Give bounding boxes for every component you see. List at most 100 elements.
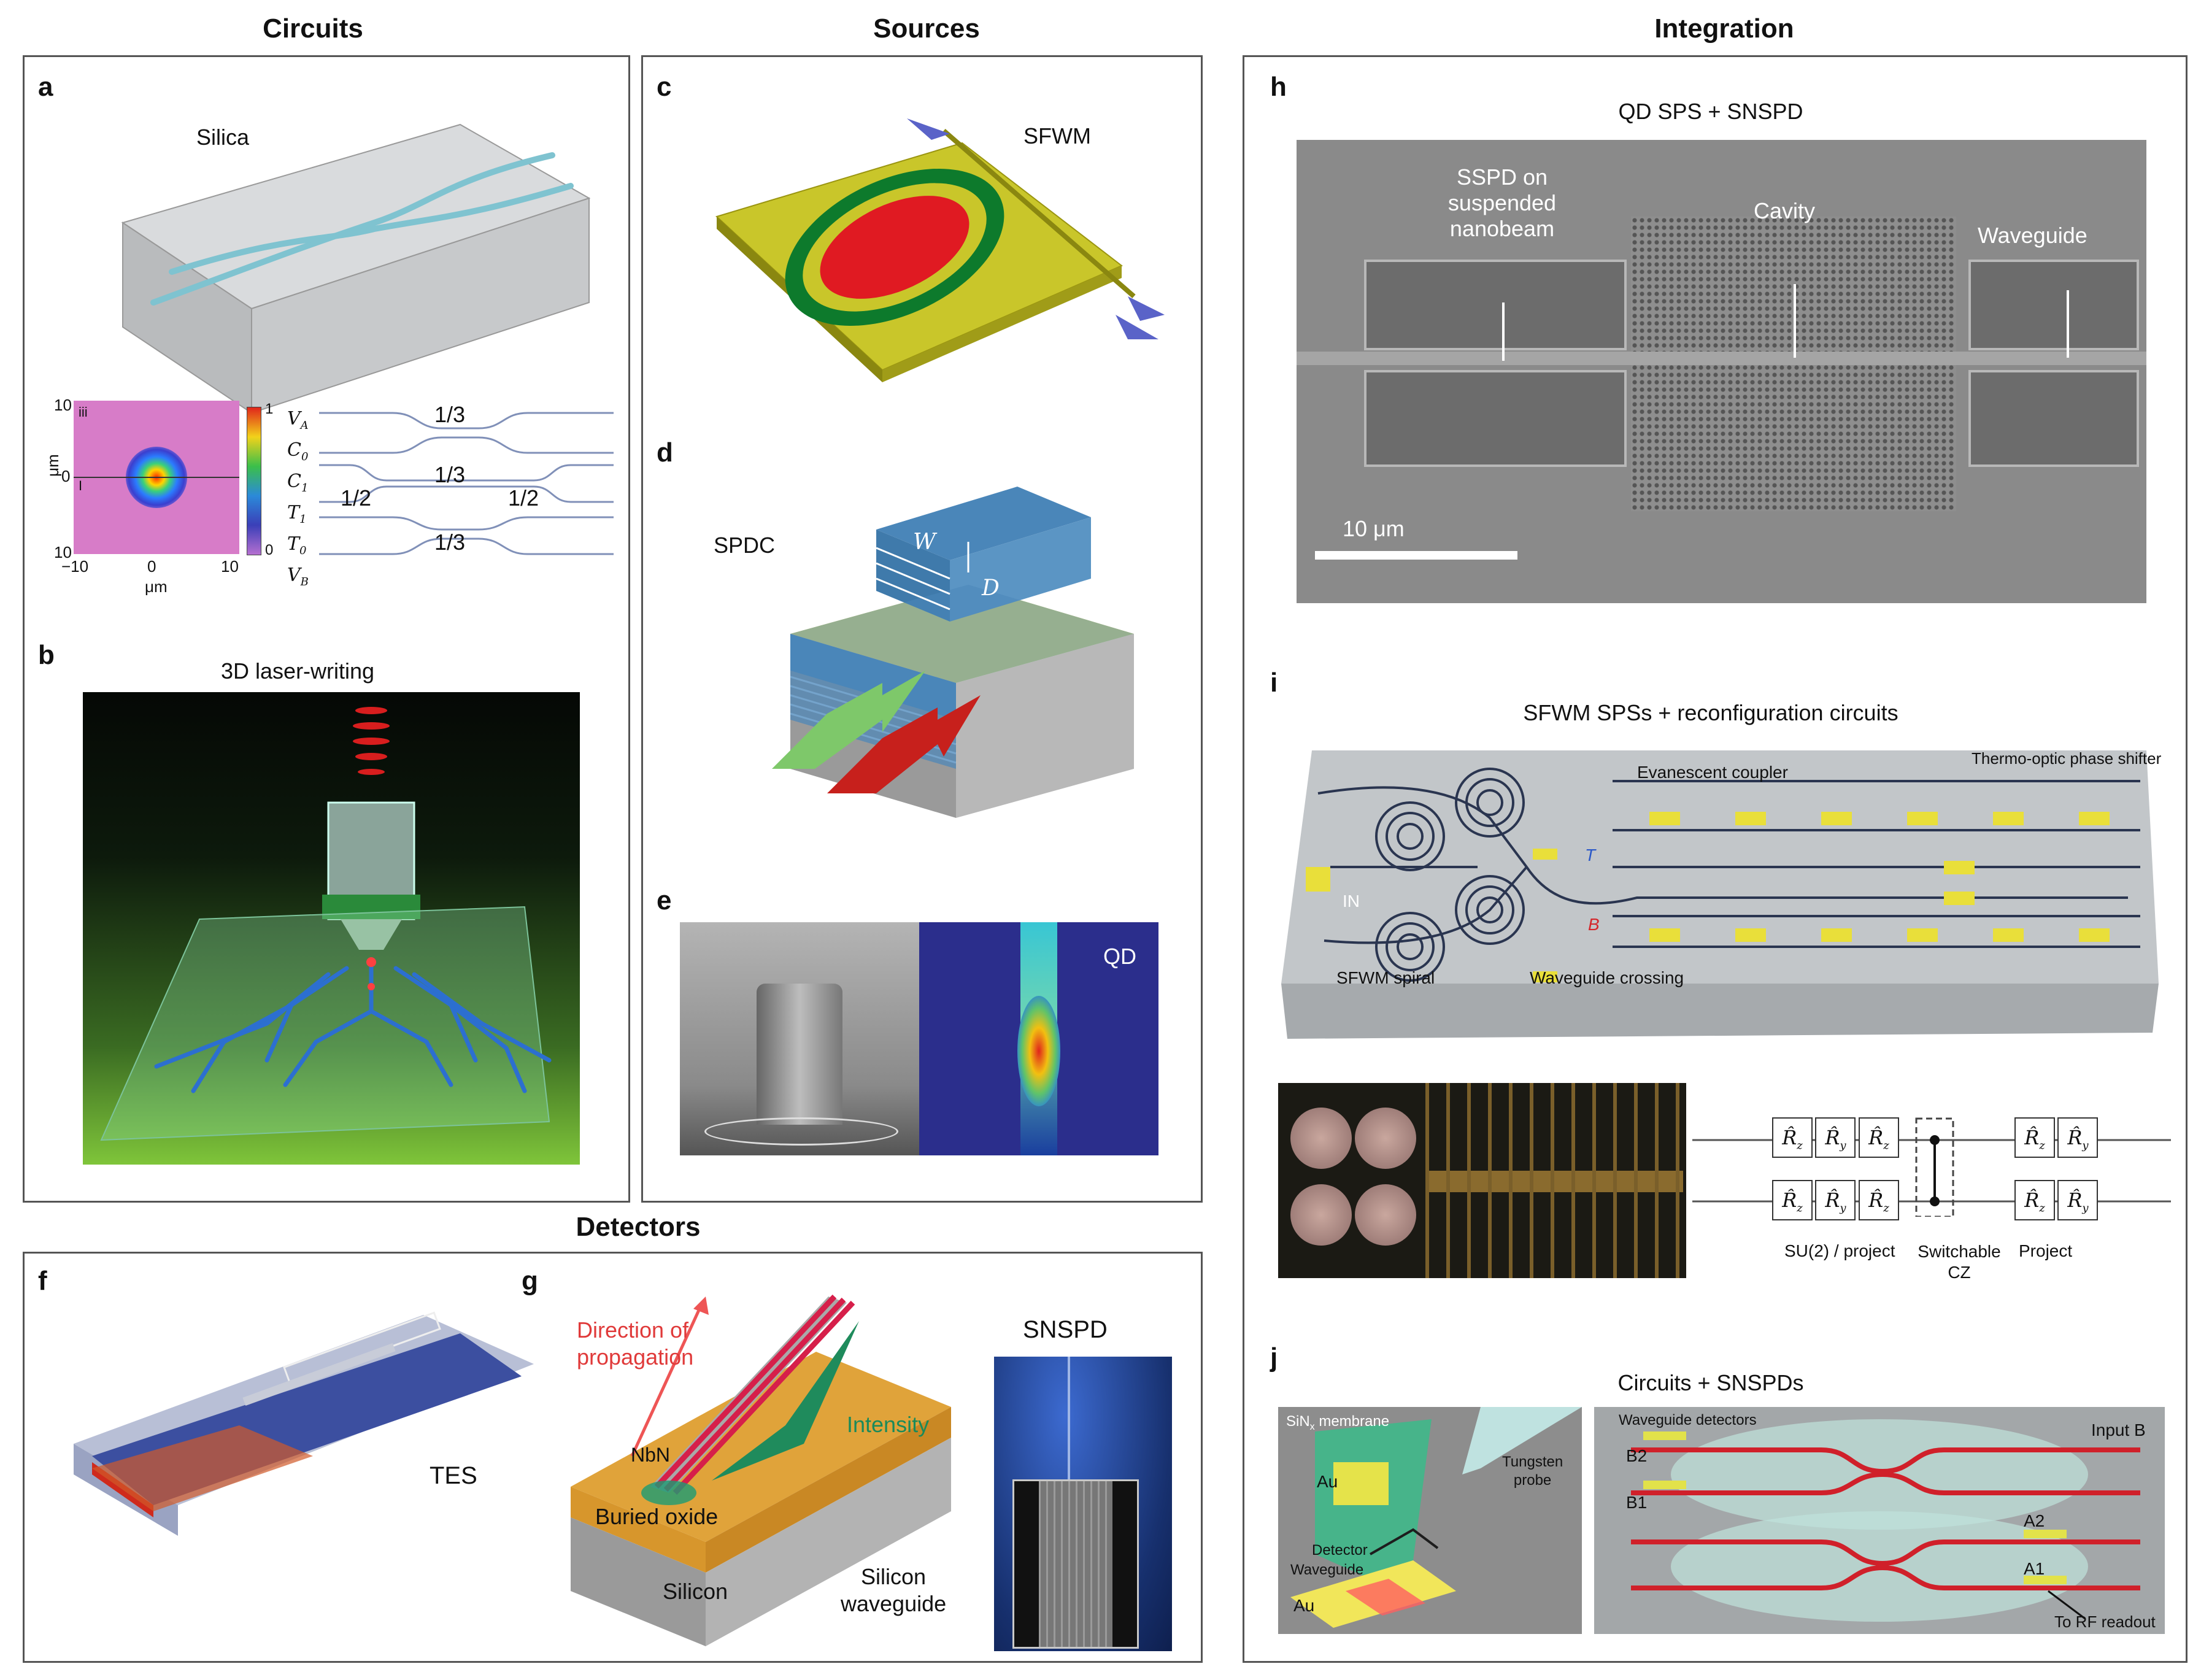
t-label: T xyxy=(1585,846,1596,865)
membrane-scene xyxy=(1290,1407,1582,1628)
gate-ry-2: R̂y xyxy=(2057,1117,2099,1158)
b-label: B xyxy=(1588,915,1600,934)
project-label: Project xyxy=(2019,1241,2073,1260)
gate-rz-2: R̂z xyxy=(1858,1117,1899,1158)
scale-bar xyxy=(1315,551,1517,560)
gate-ry-3: R̂y xyxy=(1815,1180,1856,1220)
arrow-waveguide xyxy=(2067,290,2069,358)
cavity-label: Cavity xyxy=(1754,198,1816,223)
gate-rz-3: R̂z xyxy=(2014,1117,2055,1158)
gate-rz-1: R̂z xyxy=(1772,1117,1813,1158)
field-hotspot xyxy=(1017,996,1060,1106)
depth-label: D xyxy=(982,576,1000,601)
section-title-circuits: Circuits xyxy=(263,13,363,44)
silicon-label: Silicon xyxy=(663,1579,728,1604)
y-tick-bottom: 10 xyxy=(54,543,72,561)
panel-label-c: c xyxy=(657,72,672,102)
micropillar-sem xyxy=(680,922,919,1155)
gate-rz-4: R̂z xyxy=(1772,1180,1813,1220)
laser-writing-title: 3D laser-writing xyxy=(221,658,375,684)
section-title-detectors: Detectors xyxy=(576,1212,701,1242)
tes-illustration xyxy=(74,1311,534,1536)
snspd-zoom-box xyxy=(1012,1479,1139,1649)
spiral-photo-4 xyxy=(1355,1184,1416,1246)
sources-panel: c SFWM d xyxy=(641,55,1203,1203)
mode-label-vb: VB xyxy=(287,564,309,588)
mode-label-c1: C1 xyxy=(287,471,309,495)
panel-label-j: j xyxy=(1270,1343,1278,1373)
i-title: SFWM SPSs + reconfiguration circuits xyxy=(1523,700,1898,725)
crosshair-h xyxy=(74,477,239,478)
qd-field-map xyxy=(919,922,1158,1155)
mode-label-t1: T1 xyxy=(287,502,307,526)
in-label: IN xyxy=(1343,892,1360,911)
ratio-top: 1/3 xyxy=(434,402,466,427)
waveguide-label: Waveguide xyxy=(1978,223,2087,248)
arrow-sspd xyxy=(1502,302,1505,361)
panel-label-d: d xyxy=(657,437,673,468)
panel-label-e: e xyxy=(657,885,672,915)
scale-bar-label: 10 μm xyxy=(1343,516,1405,541)
qd-snspd-sem xyxy=(1297,140,2146,603)
panel-label-b: b xyxy=(38,640,55,670)
ratio-right: 1/2 xyxy=(508,485,539,511)
x-tick-right: 10 xyxy=(221,557,239,576)
h-title: QD SPS + SNSPD xyxy=(1618,99,1803,124)
b2-label: B2 xyxy=(1626,1446,1648,1465)
colorbar-tick-1: 1 xyxy=(265,401,274,417)
au-label-top: Au xyxy=(1317,1472,1338,1491)
pillar-base-ring xyxy=(704,1117,898,1146)
input-b-label: Input B xyxy=(2091,1420,2146,1439)
panel-label-a: a xyxy=(38,72,53,102)
snspd-micrograph xyxy=(994,1357,1172,1651)
panel-label-h: h xyxy=(1270,72,1287,102)
sem-trench-left-bottom xyxy=(1364,370,1627,467)
micropillar xyxy=(757,984,842,1125)
j-title: Circuits + SNSPDs xyxy=(1617,1370,1804,1395)
ratio-bottom: 1/3 xyxy=(434,530,466,555)
membrane-transfer-illustration xyxy=(1278,1407,1582,1634)
coupler-network xyxy=(319,412,614,555)
gate-row-bottom: R̂z R̂y R̂z xyxy=(1772,1180,1899,1220)
spdc-waveguide-illustration xyxy=(772,487,1134,818)
panel-label-f: f xyxy=(38,1266,47,1296)
rf-readout-label: To RF readout xyxy=(2054,1613,2156,1631)
gate-row-bottom-project: R̂z R̂y xyxy=(2014,1180,2099,1220)
su2-label: SU(2) / project xyxy=(1784,1241,1895,1260)
chip-micrograph xyxy=(1278,1083,1686,1278)
silica-label: Silica xyxy=(196,125,250,150)
circuits-panel: a Silica iii I μm 10 0 10 −10 0 10 μm 1 … xyxy=(23,55,630,1203)
gate-row-top: R̂z R̂y R̂z xyxy=(1772,1117,1899,1158)
tes-label: TES xyxy=(430,1462,477,1489)
snspd-wire xyxy=(1068,1357,1070,1479)
spiral-photo-2 xyxy=(1355,1108,1416,1169)
width-label: W xyxy=(913,530,936,555)
spiral-photo-1 xyxy=(1290,1108,1352,1169)
x-tick-left: −10 xyxy=(61,557,89,576)
mode-label-c0: C0 xyxy=(287,439,309,463)
sem-trench-left-top xyxy=(1364,260,1627,350)
sem-trench-right-bottom xyxy=(1968,370,2139,467)
laser-writing-image xyxy=(83,692,580,1165)
waveguide-detectors-label: Waveguide detectors xyxy=(1619,1412,1757,1428)
panel-label-g: g xyxy=(522,1266,538,1296)
colorbar xyxy=(247,407,261,555)
electrode-pattern xyxy=(1425,1083,1683,1278)
thermo-optic-label: Thermo-optic phase shifter xyxy=(1972,749,2162,768)
gate-rz-5: R̂z xyxy=(1858,1180,1899,1220)
gate-rz-6: R̂z xyxy=(2014,1180,2055,1220)
sfwm-label: SFWM xyxy=(1023,123,1091,148)
ratio-center: 1/3 xyxy=(434,462,466,487)
buried-oxide-label: Buried oxide xyxy=(595,1504,719,1529)
a2-label: A2 xyxy=(2024,1511,2045,1530)
gate-circuit-wires xyxy=(1692,1117,2171,1217)
ratio-left: 1/2 xyxy=(341,485,372,511)
mode-labels: VA C0 C1 T1 T0 VB xyxy=(287,407,309,595)
sfwm-chip-illustration xyxy=(1281,750,2159,1039)
